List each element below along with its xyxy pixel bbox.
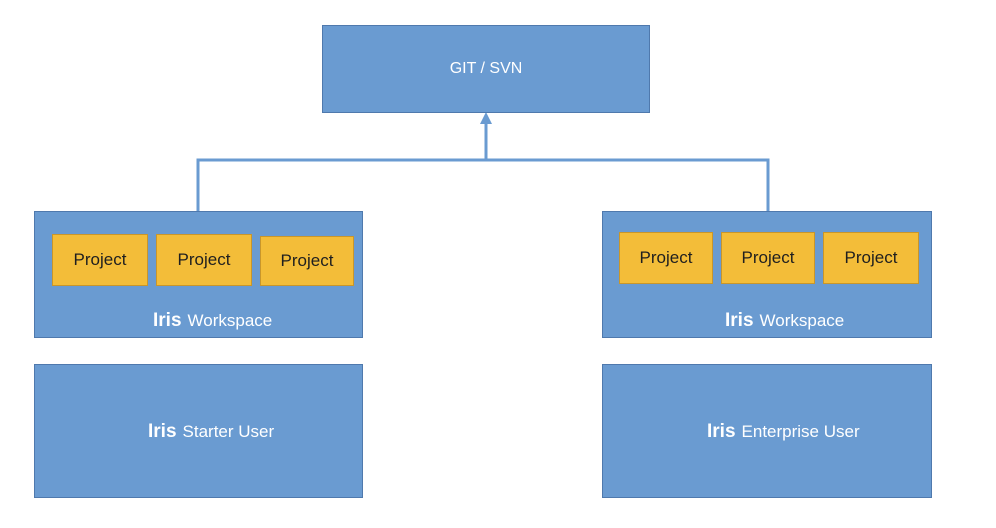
enterprise-user-text: Enterprise User [741,422,860,441]
enterprise-user-brand: Iris [707,421,736,442]
left-project-1[interactable]: Project [52,234,148,286]
starter-user-label: Iris Starter User [148,421,274,443]
right-workspace-brand: Iris [725,310,754,331]
left-workspace-label: Iris Workspace [153,310,272,332]
starter-user-box: Iris Starter User [34,364,363,498]
left-project-3[interactable]: Project [260,236,354,286]
right-project-2[interactable]: Project [721,232,815,284]
right-workspace-box: Project Project Project Iris Workspace [602,211,932,338]
left-workspace-text: Workspace [187,311,273,330]
git-svn-box: GIT / SVN [322,25,650,113]
left-workspace-box: Project Project Project Iris Workspace [34,211,363,338]
starter-user-brand: Iris [148,421,177,442]
right-workspace-label: Iris Workspace [725,310,844,332]
left-project-2[interactable]: Project [156,234,252,286]
connector-path [196,120,770,211]
enterprise-user-label: Iris Enterprise User [707,421,860,443]
arrow-head [480,112,492,124]
git-svn-label: GIT / SVN [449,60,523,77]
left-workspace-brand: Iris [153,310,182,331]
starter-user-text: Starter User [182,422,275,441]
right-workspace-text: Workspace [759,311,845,330]
enterprise-user-box: Iris Enterprise User [602,364,932,498]
right-project-1[interactable]: Project [619,232,713,284]
right-project-3[interactable]: Project [823,232,919,284]
